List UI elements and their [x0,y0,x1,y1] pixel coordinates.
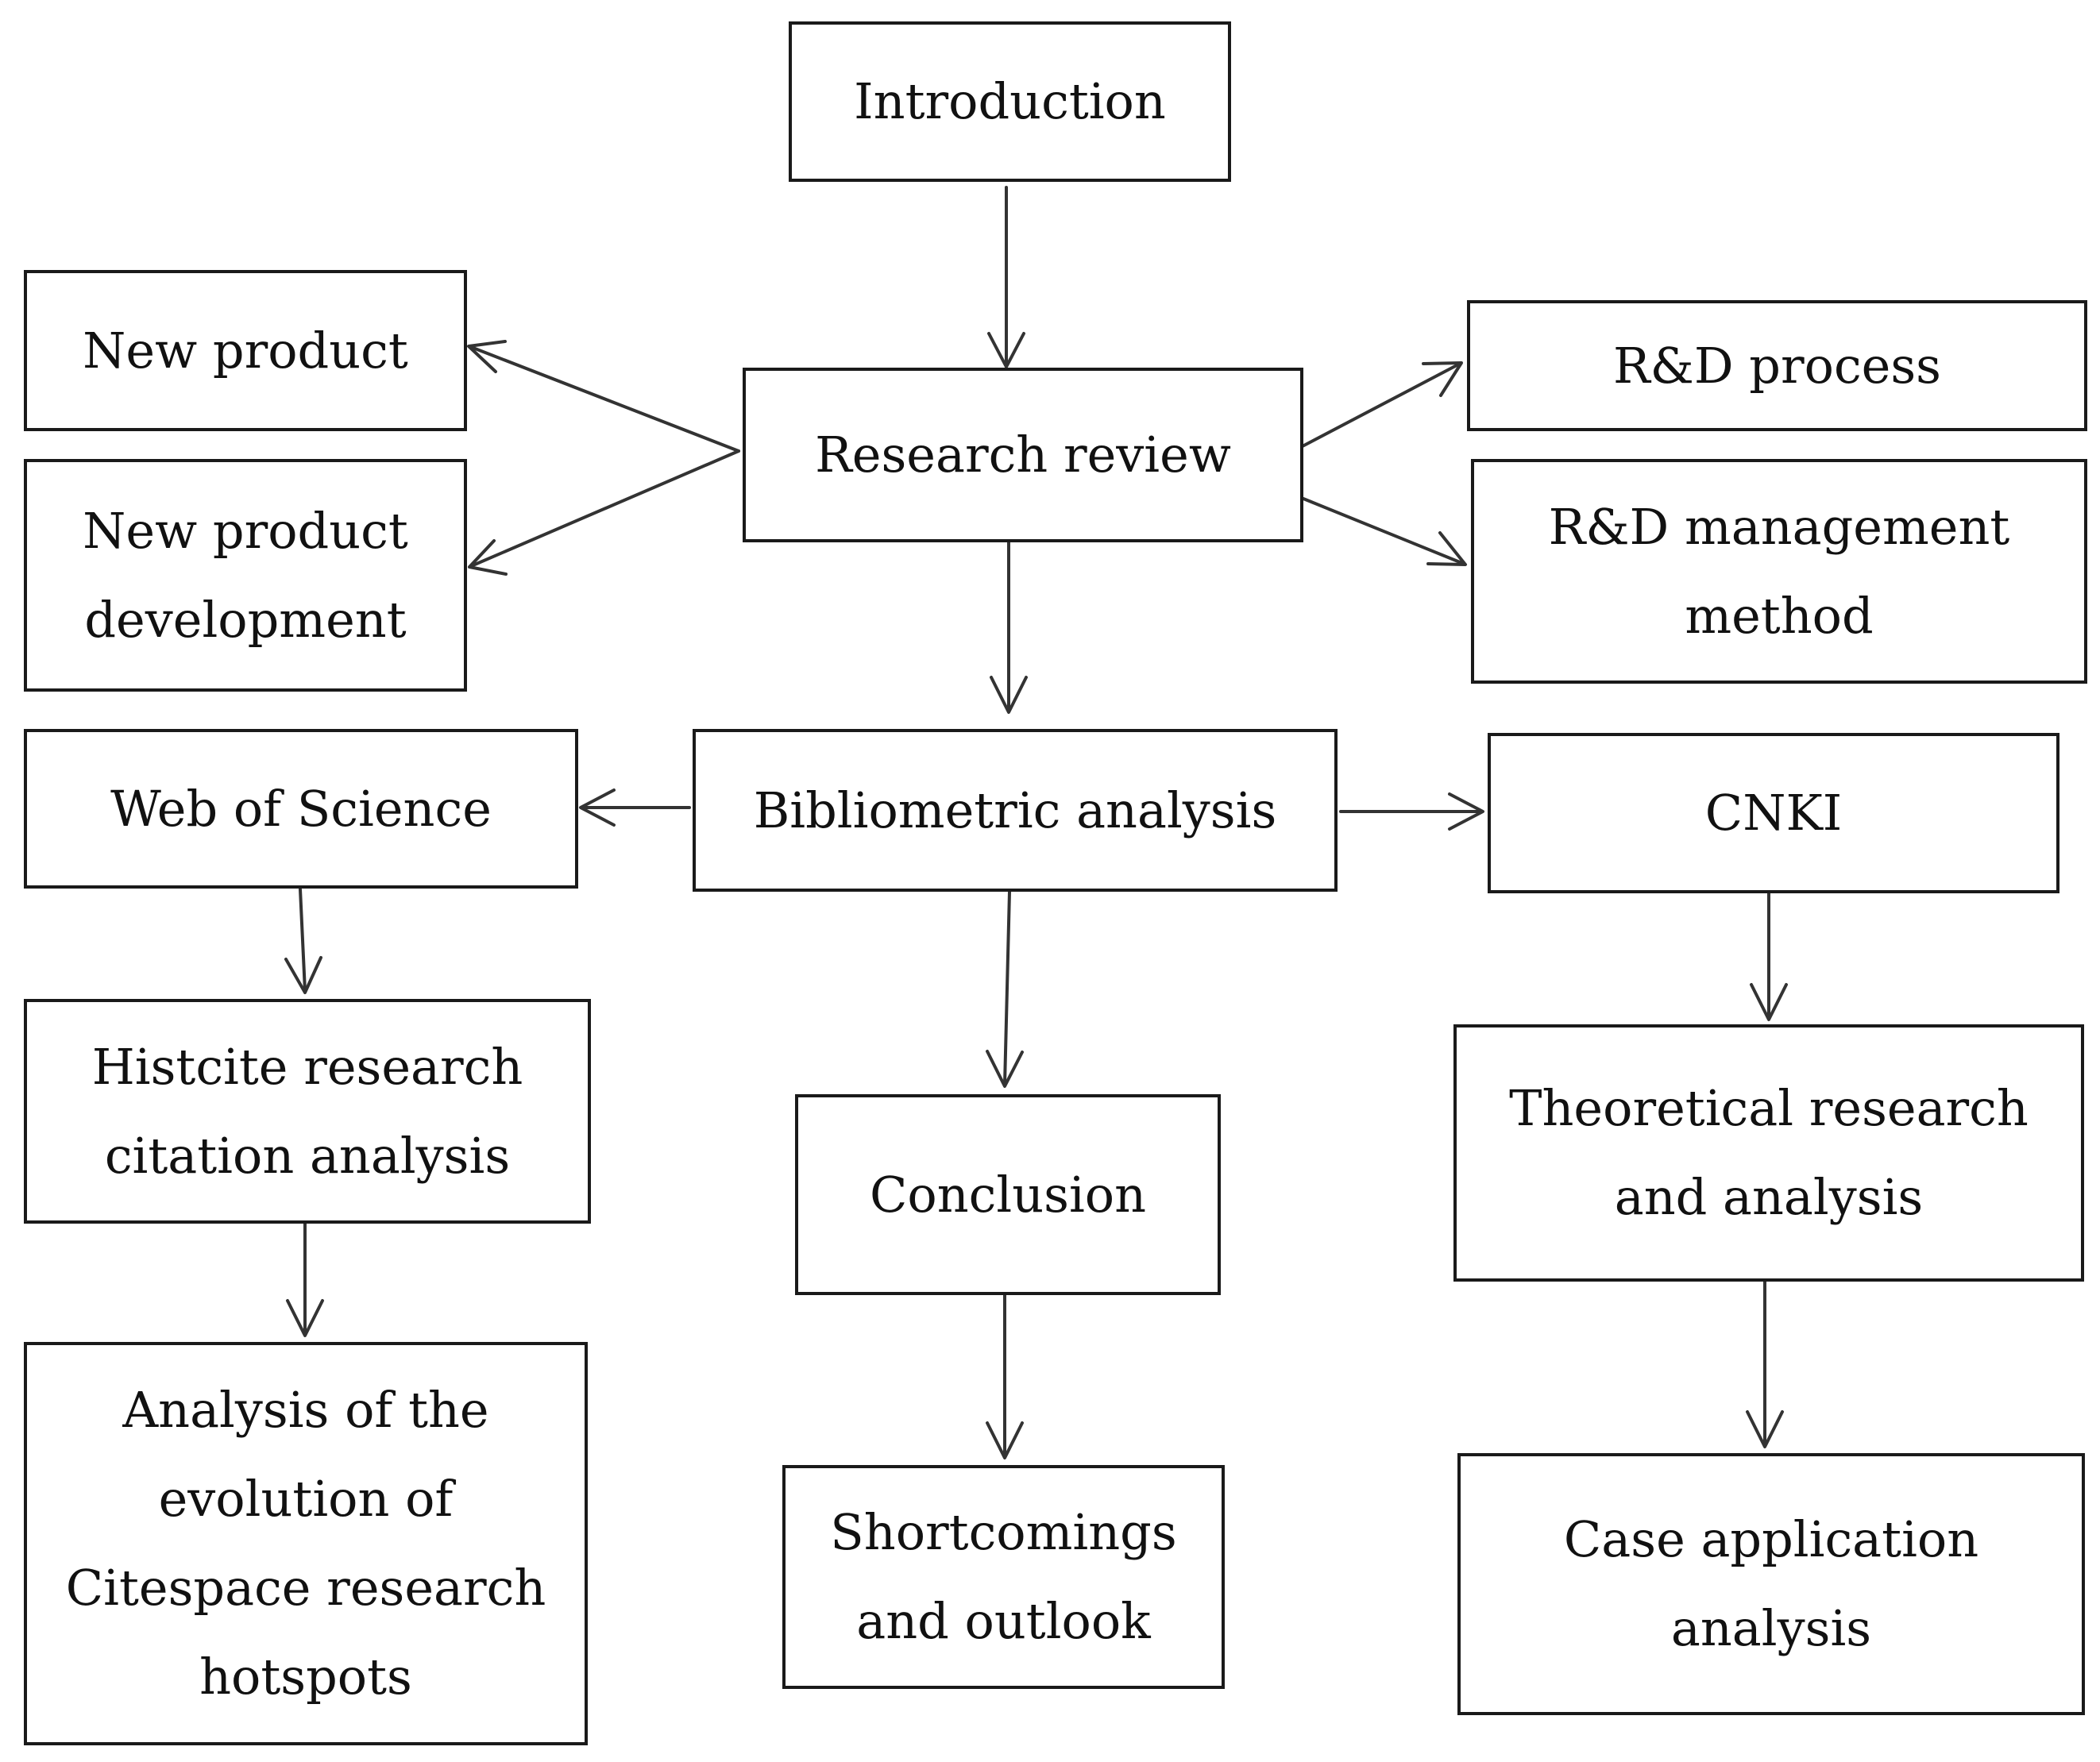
node-cnki: CNKI [1488,733,2059,893]
node-new-product: New product [24,270,467,431]
arrow-bibliometric-to-cnki [1339,792,1484,831]
node-conclusion: Conclusion [795,1094,1221,1295]
arrow-introduction-to-research-review [987,186,1025,368]
node-case-application: Case application analysis [1457,1453,2085,1715]
arrow-research-review-to-bibliometric [990,541,1028,714]
arrow-research-review-to-new-product [467,340,740,453]
arrow-conclusion-to-shortcomings [986,1294,1024,1459]
node-rd-management-method: R&D management method [1471,459,2087,684]
node-new-product-development: New product development [24,459,467,692]
node-rd-process: R&D process [1467,300,2087,431]
arrow-histcite-to-citespace [286,1222,324,1337]
arrow-research-review-to-rd-process [1298,361,1463,449]
node-bibliometric-analysis: Bibliometric analysis [693,729,1338,892]
node-introduction: Introduction [789,21,1231,182]
arrow-bibliometric-to-conclusion [986,890,1024,1088]
node-citespace-hotspots: Analysis of the evolution of Citespace r… [24,1342,588,1745]
arrow-theoretical-to-case-application [1746,1280,1784,1448]
arrow-cnki-to-theoretical [1750,892,1788,1021]
arrow-web-of-science-to-histcite [284,888,322,994]
arrow-bibliometric-to-web-of-science [579,788,691,827]
node-shortcomings-outlook: Shortcomings and outlook [782,1465,1225,1689]
node-histcite-citation-analysis: Histcite research citation analysis [24,999,591,1224]
arrow-research-review-to-new-product-development [468,449,740,576]
node-theoretical-research: Theoretical research and analysis [1453,1024,2084,1282]
arrow-research-review-to-rd-method [1302,497,1467,566]
node-web-of-science: Web of Science [24,729,578,889]
node-research-review: Research review [743,368,1303,542]
